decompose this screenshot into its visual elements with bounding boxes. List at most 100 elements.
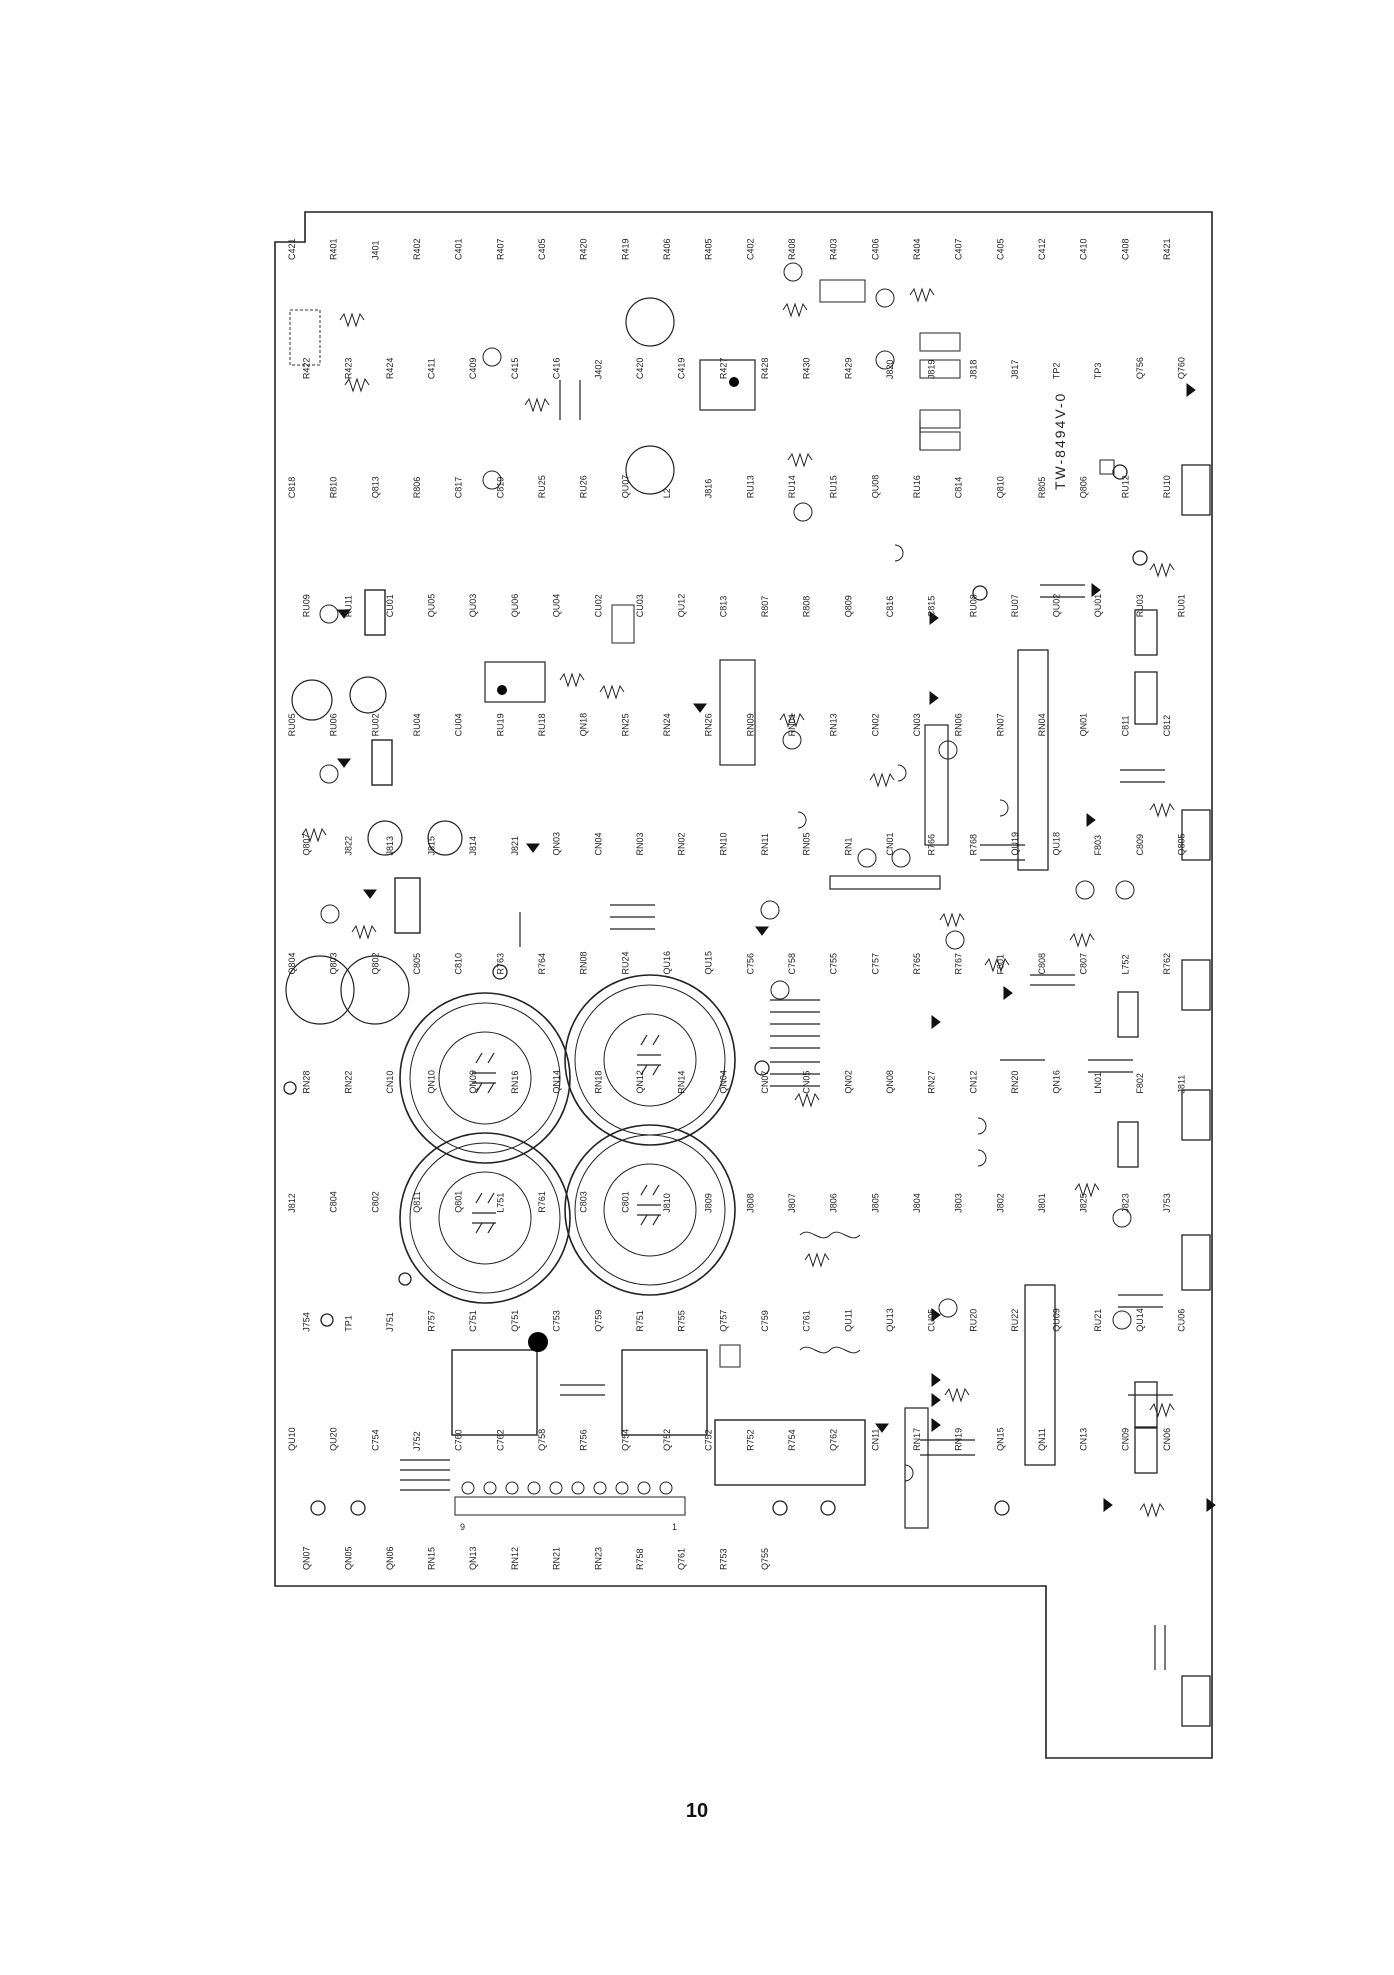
ic-package xyxy=(484,359,949,1529)
component-ref-label: R806 xyxy=(412,477,422,499)
component-ref-label: C757 xyxy=(870,953,880,975)
component-ref-label: J805 xyxy=(870,1193,880,1213)
component-ref-label: Q803 xyxy=(329,952,339,974)
component-ref-label: CN07 xyxy=(760,1071,770,1094)
component-ref-label: R761 xyxy=(537,1191,547,1213)
component-ref-label: Q759 xyxy=(593,1310,603,1332)
component-ref-label: Q758 xyxy=(537,1429,547,1451)
component-ref-label: J819 xyxy=(927,360,937,380)
component-ref-label: R810 xyxy=(329,477,339,499)
regulator-block xyxy=(364,589,866,1486)
component-ref-label: C415 xyxy=(510,358,520,380)
component-ref-label: C752 xyxy=(704,1429,714,1451)
resistor-block xyxy=(611,279,1115,1368)
component-ref-label: Q810 xyxy=(995,476,1005,498)
component-ref-label: RN05 xyxy=(802,832,812,855)
component-ref-label: RU26 xyxy=(579,475,589,498)
filter-capacitor xyxy=(399,974,736,1304)
component-ref-label: QU16 xyxy=(662,951,672,975)
component-ref-label: R764 xyxy=(537,953,547,975)
component-ref-label: CU05 xyxy=(927,1309,937,1332)
component-ref-label: Q804 xyxy=(287,952,297,974)
component-ref-label: QU10 xyxy=(287,1427,297,1451)
diode xyxy=(337,383,1216,1512)
component-ref-label: RN03 xyxy=(635,832,645,855)
component-ref-label: QU06 xyxy=(510,594,520,618)
component-ref-label: RN24 xyxy=(662,713,672,736)
component-ref-label: R422 xyxy=(302,358,312,380)
component-ref-label: RU06 xyxy=(329,713,339,736)
component-ref-label: Q813 xyxy=(370,476,380,498)
small-capacitor xyxy=(319,262,1135,1330)
component-ref-label: RN02 xyxy=(677,832,687,855)
component-ref-label: QU02 xyxy=(1052,594,1062,618)
component-ref-label: RU21 xyxy=(1093,1309,1103,1332)
test-point xyxy=(283,464,1148,1516)
transformer-block xyxy=(289,309,321,366)
component-ref-label: R766 xyxy=(927,834,937,856)
component-ref-label: C419 xyxy=(677,358,687,380)
component-ref-label: J801 xyxy=(1037,1193,1047,1213)
component-ref-label: Q807 xyxy=(302,833,312,855)
component-ref-label: R808 xyxy=(802,596,812,618)
component-ref-label: RU05 xyxy=(287,713,297,736)
component-ref-label: R403 xyxy=(829,238,839,260)
component-ref-label: RU12 xyxy=(1120,475,1130,498)
component-ref-label: J802 xyxy=(995,1193,1005,1213)
component-ref-label: R427 xyxy=(718,358,728,380)
component-ref-label: R423 xyxy=(343,358,353,380)
component-ref-label: RN01 xyxy=(787,713,797,736)
component-ref-label: R758 xyxy=(635,1548,645,1570)
component-ref-label: J817 xyxy=(1010,360,1020,380)
component-ref-label: RU15 xyxy=(829,475,839,498)
component-ref-label: Q757 xyxy=(718,1310,728,1332)
component-ref-label: R755 xyxy=(677,1310,687,1332)
component-ref-label: QU05 xyxy=(427,594,437,618)
component-ref-label: RU24 xyxy=(620,951,630,974)
component-ref-label: C405 xyxy=(995,238,1005,260)
component-ref-label: RN22 xyxy=(343,1071,353,1094)
component-ref-label: J809 xyxy=(704,1193,714,1213)
component-ref-label: R428 xyxy=(760,358,770,380)
component-ref-label: QU13 xyxy=(885,1308,895,1332)
component-ref-label: CU02 xyxy=(593,594,603,617)
component-ref-label: QU03 xyxy=(468,594,478,618)
component-ref-label: LN01 xyxy=(1093,1072,1103,1094)
component-ref-label: R404 xyxy=(912,238,922,260)
component-ref-label: QU14 xyxy=(1135,1308,1145,1332)
component-ref-label: C813 xyxy=(718,596,728,618)
board-id-label: TW-8494V-0 xyxy=(1052,392,1068,490)
component-ref-label: C759 xyxy=(760,1310,770,1332)
component-ref-label: QU01 xyxy=(1093,594,1103,618)
component-ref-label: RN23 xyxy=(593,1547,603,1570)
component-ref-label: Q762 xyxy=(829,1429,839,1451)
component-ref-label: Q806 xyxy=(1079,476,1089,498)
component-ref-label: Q761 xyxy=(677,1548,687,1570)
component-ref-label: R757 xyxy=(427,1310,437,1332)
heatsink-tab xyxy=(1117,464,1211,1727)
component-ref-label: J816 xyxy=(704,479,714,499)
component-ref-label: RN07 xyxy=(995,713,1005,736)
component-ref-label: RN19 xyxy=(954,1428,964,1451)
component-ref-label: RU13 xyxy=(745,475,755,498)
component-ref-label: J754 xyxy=(302,1312,312,1332)
component-ref-label: RU01 xyxy=(1177,594,1187,617)
component-ref-label: C751 xyxy=(468,1310,478,1332)
component-ref-label: QN06 xyxy=(385,1546,395,1570)
component-ref-label: QU08 xyxy=(870,475,880,499)
component-ref-label: QU19 xyxy=(1010,832,1020,856)
component-ref-label: QN10 xyxy=(427,1070,437,1094)
component-ref-label: F803 xyxy=(1093,835,1103,856)
component-ref-label: RN17 xyxy=(912,1428,922,1451)
component-ref-label: CN05 xyxy=(802,1071,812,1094)
component-ref-label: R429 xyxy=(843,358,853,380)
component-ref-label: J804 xyxy=(912,1193,922,1213)
component-ref-label: Q754 xyxy=(620,1429,630,1451)
component-ref-label: L2 xyxy=(662,488,672,498)
component-ref-label: J821 xyxy=(510,836,520,856)
component-ref-label: CN09 xyxy=(1120,1428,1130,1451)
component-ref-label: RU03 xyxy=(1135,594,1145,617)
component-ref-label: RN12 xyxy=(510,1547,520,1570)
component-ref-label: CN11 xyxy=(870,1429,880,1451)
